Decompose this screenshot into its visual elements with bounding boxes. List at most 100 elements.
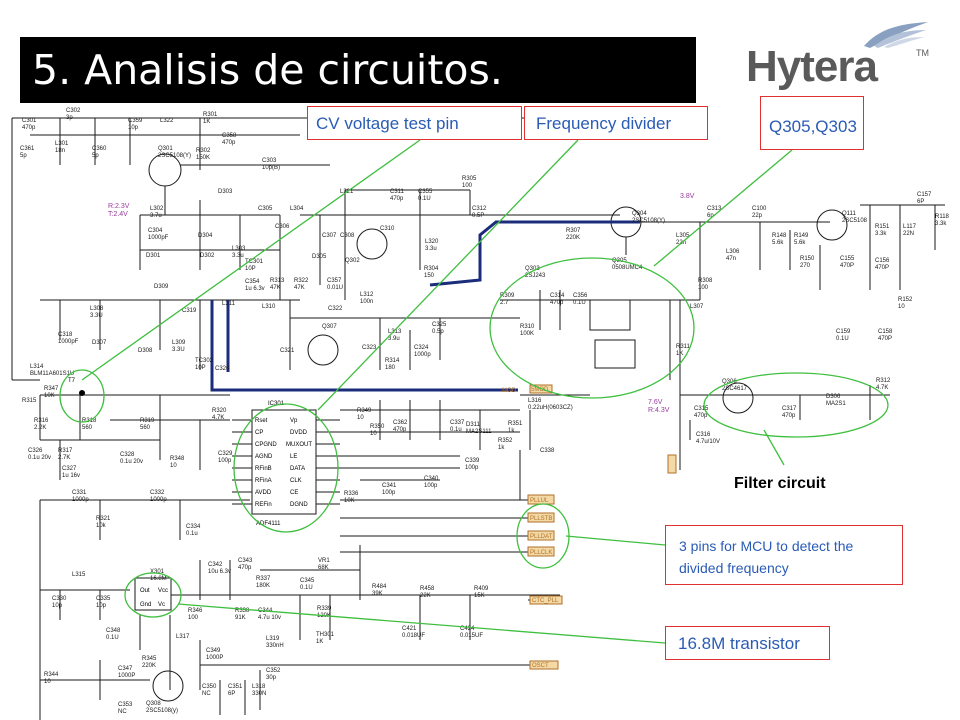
component-value: 2SJ243 bbox=[525, 273, 546, 279]
ic-pin-r4: LE bbox=[290, 454, 297, 460]
callout-cv-voltage-text: CV voltage test pin bbox=[316, 114, 459, 133]
component-ref: C307 bbox=[322, 233, 337, 239]
component-ref: C308 bbox=[340, 233, 355, 239]
component-ref: C421 bbox=[402, 626, 417, 632]
component-value: 270 bbox=[800, 263, 811, 269]
component-value: 1k bbox=[508, 428, 515, 434]
net-5mod: 5MOD bbox=[531, 387, 549, 393]
component-ref: R339 bbox=[317, 606, 332, 612]
component-value: 1u 6.3v bbox=[245, 286, 265, 292]
component-value: 1000p bbox=[414, 352, 431, 358]
component-value: 68K bbox=[318, 565, 329, 571]
component-ref: C312 bbox=[472, 206, 487, 212]
component-ref: R347 bbox=[44, 386, 59, 392]
component-value: 10 bbox=[370, 431, 377, 437]
component-ref: L322 bbox=[160, 118, 174, 124]
component-value: 470p bbox=[694, 413, 708, 419]
component-value: NC bbox=[202, 691, 211, 697]
component-ref: Q302 bbox=[345, 258, 360, 264]
component-value: 100 bbox=[462, 183, 473, 189]
component-ref: R484 bbox=[372, 584, 387, 590]
component-value: 3.3u bbox=[425, 246, 437, 252]
component-ref: C305 bbox=[258, 206, 273, 212]
component-value: 0.1u 20v bbox=[120, 459, 143, 465]
component-ref: C343 bbox=[238, 558, 253, 564]
component-ref: R336 bbox=[344, 491, 359, 497]
component-ref: R322 bbox=[294, 278, 309, 284]
component-ref: C340 bbox=[424, 476, 439, 482]
component-value: 2SC5108(Y) bbox=[632, 218, 665, 224]
component-value: 470p bbox=[22, 125, 36, 131]
highlight-filter bbox=[703, 372, 889, 438]
component-ref: C304 bbox=[148, 228, 163, 234]
component-value: 0.5p bbox=[432, 329, 444, 335]
component-value: 470p bbox=[390, 196, 404, 202]
component-value: 470P bbox=[840, 263, 854, 269]
component-value: 4.7u/10V bbox=[696, 439, 720, 445]
component-value: 150 bbox=[424, 273, 435, 279]
component-ref: VR1 bbox=[318, 558, 330, 564]
component-ref: R301 bbox=[203, 112, 218, 118]
component-ref: L305 bbox=[676, 233, 690, 239]
component-value: 18n bbox=[55, 148, 65, 154]
component-value: 2.7K bbox=[58, 455, 70, 461]
component-ref: C316 bbox=[696, 432, 711, 438]
component-ref: C319 bbox=[182, 308, 197, 314]
wing-icon bbox=[864, 22, 928, 48]
svg-text:Vcc: Vcc bbox=[158, 588, 168, 594]
callout-mcu-pins: 3 pins for MCU to detect the divided fre… bbox=[665, 525, 903, 585]
callout-mcu-pins-line2: divided frequency bbox=[679, 560, 789, 576]
component-ref: L302 bbox=[150, 206, 164, 212]
component-value: 30p bbox=[266, 675, 277, 681]
component-value: 0.1U bbox=[836, 336, 849, 342]
component-ref: Q301 bbox=[158, 146, 173, 152]
component-ref: C353 bbox=[118, 702, 133, 708]
component-value: 10 bbox=[170, 463, 177, 469]
component-ref: C157 bbox=[917, 192, 932, 198]
component-value: 180 bbox=[385, 365, 396, 371]
ic-pin-r1: Vp bbox=[290, 418, 298, 424]
component-ref: TC301 bbox=[245, 259, 264, 265]
component-ref: L315 bbox=[72, 572, 86, 578]
component-value: 47K bbox=[294, 285, 305, 291]
highlight-crystal bbox=[124, 572, 182, 618]
component-ref: Q304 bbox=[632, 211, 647, 217]
net-pllclk: PLLCLK bbox=[530, 550, 552, 556]
ic-pin-l4: AGND bbox=[255, 454, 273, 460]
component-value: 0.018UF bbox=[402, 633, 425, 639]
component-value: 1k bbox=[498, 445, 505, 451]
note-t-voltage: T:2.4V bbox=[108, 211, 128, 218]
component-value: 0.1u bbox=[186, 531, 198, 537]
component-value: 0.1u bbox=[450, 427, 462, 433]
component-ref: C342 bbox=[208, 562, 223, 568]
ic-pin-r8: DGND bbox=[290, 502, 308, 508]
component-value: 10u 6.3v bbox=[208, 569, 231, 575]
component-ref: R349 bbox=[357, 408, 372, 414]
component-ref: C314 bbox=[550, 293, 565, 299]
component-value: NC bbox=[118, 709, 127, 715]
ic-pin-r5: DATA bbox=[290, 466, 305, 472]
component-ref: C306 bbox=[275, 224, 290, 230]
component-value: 560 bbox=[82, 425, 93, 431]
component-value: 3.3U bbox=[90, 313, 103, 319]
component-ref: C159 bbox=[836, 329, 851, 335]
component-ref: C355 bbox=[418, 189, 433, 195]
component-ref: C341 bbox=[382, 483, 397, 489]
component-value: 10p bbox=[128, 125, 139, 131]
component-value: 10p(B) bbox=[262, 165, 280, 171]
component-ref: X301 bbox=[150, 569, 165, 575]
component-ref: C362 bbox=[393, 420, 408, 426]
component-ref: C354 bbox=[245, 279, 260, 285]
component-ref: C321 bbox=[280, 348, 295, 354]
component-value: 330N bbox=[252, 691, 266, 697]
logo-trademark: TM bbox=[916, 48, 929, 58]
component-ref: C424 bbox=[460, 626, 475, 632]
component-ref: C326 bbox=[28, 448, 43, 454]
component-value: 0.5P bbox=[472, 213, 484, 219]
component-ref: TC302 bbox=[195, 358, 214, 364]
component-ref: C347 bbox=[118, 666, 133, 672]
component-value: 10K bbox=[44, 393, 55, 399]
component-value: 0.01U bbox=[327, 285, 343, 291]
svg-text:Gnd: Gnd bbox=[140, 602, 151, 608]
component-ref: L307 bbox=[690, 304, 704, 310]
